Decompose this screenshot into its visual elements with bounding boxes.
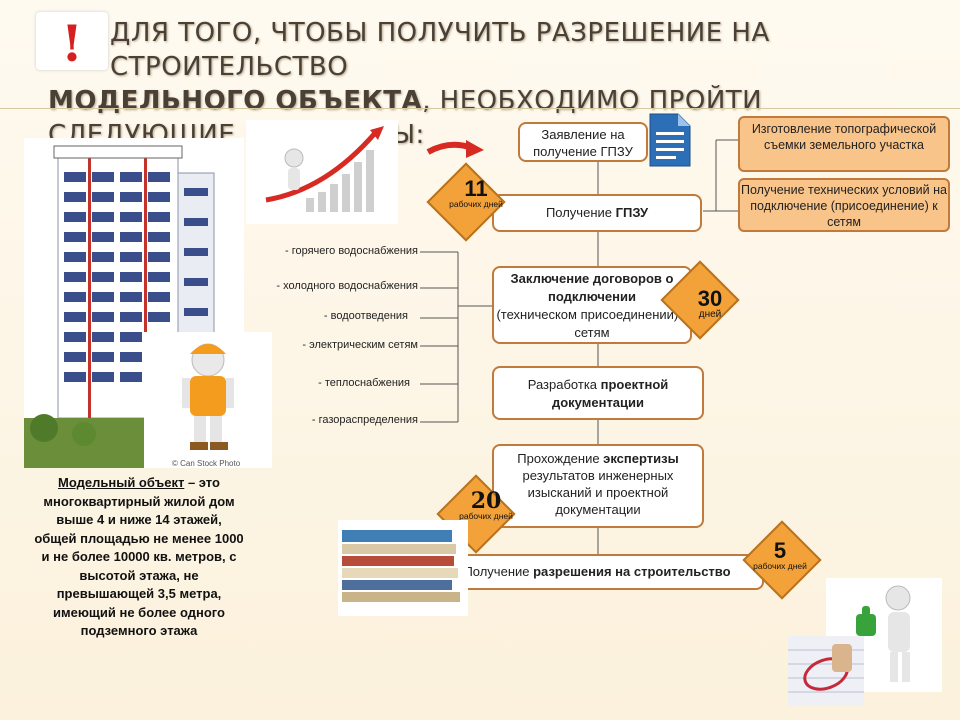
document-icon xyxy=(649,113,691,167)
network-item-3: - водоотведения xyxy=(323,310,408,322)
network-item-5: - теплоснабжения xyxy=(318,377,410,389)
title-line-1: для того, чтобы получить разрешение на с… xyxy=(110,18,770,82)
step-conditions: Получение технических условий на подключ… xyxy=(738,178,950,232)
stamp-illustration xyxy=(788,636,864,706)
step-permit: Получение разрешения на строительство xyxy=(430,554,764,590)
network-item-6: - газораспределения xyxy=(311,414,418,426)
red-arrow-icon xyxy=(426,140,484,158)
growth-chart-illustration xyxy=(246,120,398,224)
worker-illustration xyxy=(144,332,272,468)
step-application: Заявление на получение ГПЗУ xyxy=(518,122,648,162)
step-contracts: Заключение договоров о подключении(техни… xyxy=(492,266,692,344)
photo-caption: © Can Stock Photo xyxy=(172,459,241,468)
step-design: Разработка проектной документации xyxy=(492,366,704,420)
network-item-1: - горячего водоснабжения xyxy=(284,245,418,257)
model-object-term: Модельный объект xyxy=(58,475,185,490)
thumbs-up-illustration xyxy=(826,578,942,692)
model-object-description: Модельный объект – это многоквартирный ж… xyxy=(34,475,244,638)
network-item-4: - электрическим сетям xyxy=(302,339,418,351)
divider xyxy=(0,108,960,109)
documents-folders-illustration xyxy=(338,520,468,616)
network-item-2: - холодного водоснабжения xyxy=(276,280,418,292)
alert-icon: ! xyxy=(36,12,108,73)
step-survey: Изготовление топографической съемки земе… xyxy=(738,116,950,172)
step-gpzu: Получение ГПЗУ xyxy=(492,194,702,232)
